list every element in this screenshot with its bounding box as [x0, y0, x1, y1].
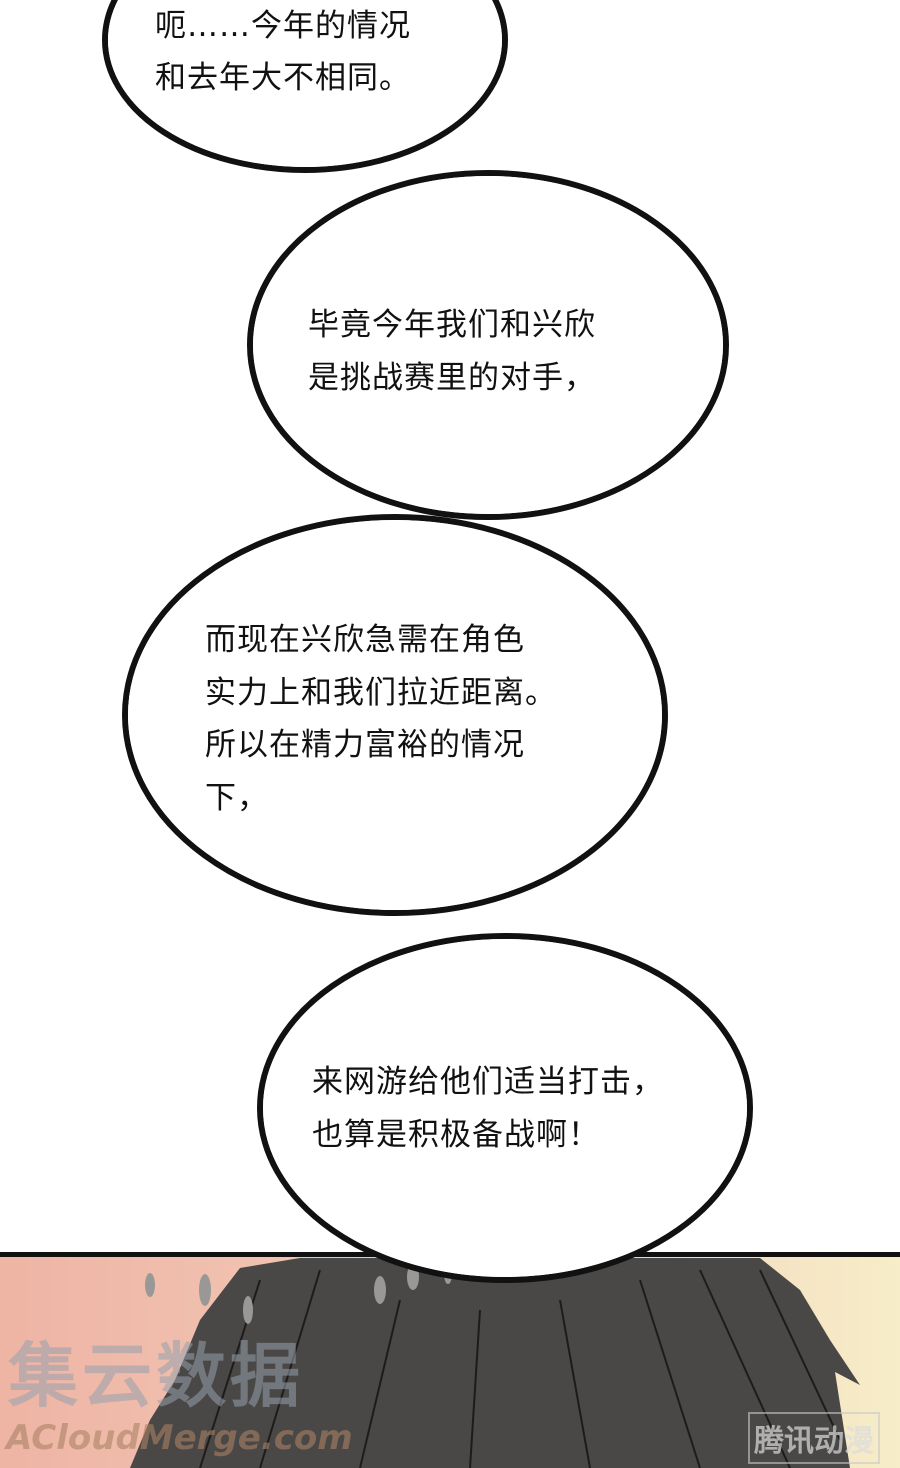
bubble-text: 而现在兴欣急需在角色 [205, 622, 525, 658]
watermark-jiyun: 集云数据 [8, 1335, 304, 1417]
bubble-text: 实力上和我们拉近距离。 [205, 675, 557, 711]
hair [130, 1258, 860, 1468]
bubble-text: 所以在精力富裕的情况 [205, 727, 525, 763]
bubble-text: 也算是积极备战啊！ [312, 1117, 600, 1153]
bubble-text: 和去年大不相同。 [155, 60, 411, 96]
bubble-text: 下， [205, 780, 269, 816]
bubble-text: 毕竟今年我们和兴欣 [308, 307, 596, 343]
watermark-acloudmerge: ACloudMerge.com [6, 1418, 353, 1458]
bubble-text: 来网游给他们适当打击， [312, 1064, 664, 1100]
bubble-text: 呃……今年的情况 [155, 8, 411, 44]
bubble-text: 是挑战赛里的对手， [308, 360, 596, 396]
watermark-tencent-comic: 腾讯动漫 [748, 1412, 880, 1464]
